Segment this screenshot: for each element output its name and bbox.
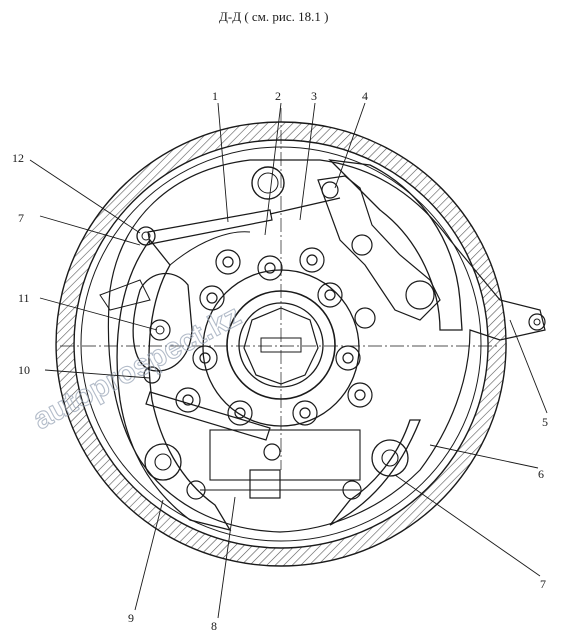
right-brake-shoe bbox=[328, 159, 463, 526]
callout-labels: 1 2 3 4 5 6 7 7 8 9 10 11 12 bbox=[12, 89, 548, 633]
callout-7-top: 7 bbox=[18, 211, 24, 225]
callout-12: 12 bbox=[12, 151, 24, 165]
centre-lines bbox=[60, 108, 500, 470]
callout-8: 8 bbox=[211, 619, 217, 633]
callout-1: 1 bbox=[212, 89, 218, 103]
lower-spring bbox=[145, 391, 362, 500]
brake-drum bbox=[55, 121, 507, 567]
left-brake-shoe bbox=[116, 231, 251, 532]
callout-2: 2 bbox=[275, 89, 281, 103]
callout-9: 9 bbox=[128, 611, 134, 625]
callout-6: 6 bbox=[538, 467, 544, 481]
shoe-pivot-pins bbox=[144, 439, 409, 481]
leader-lines bbox=[29, 102, 548, 619]
adjuster-lever bbox=[317, 175, 441, 329]
callout-3: 3 bbox=[311, 89, 317, 103]
anchor-pin bbox=[251, 166, 285, 200]
callout-11: 11 bbox=[18, 291, 30, 305]
callout-7-bottom: 7 bbox=[540, 577, 546, 591]
backing-plate bbox=[99, 159, 546, 533]
callout-5: 5 bbox=[542, 415, 548, 429]
upper-spring bbox=[136, 197, 341, 246]
callout-10: 10 bbox=[18, 363, 30, 377]
callout-4: 4 bbox=[362, 89, 368, 103]
cam-expander bbox=[132, 272, 193, 384]
section-caption: Д-Д ( см. рис. 18.1 ) bbox=[219, 9, 328, 24]
